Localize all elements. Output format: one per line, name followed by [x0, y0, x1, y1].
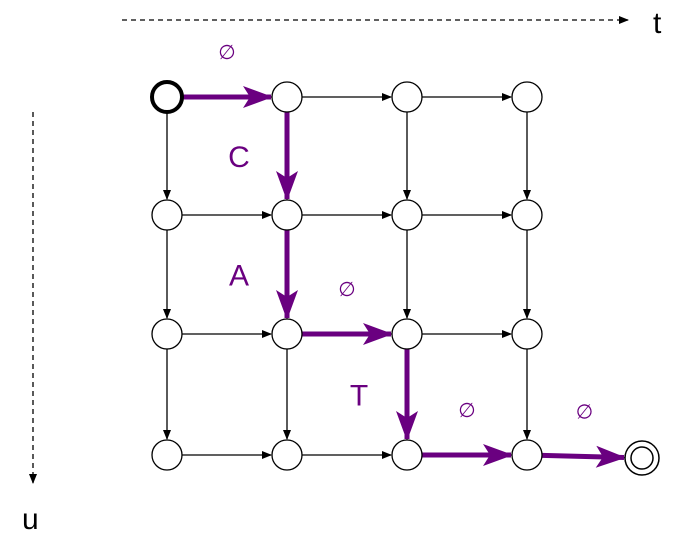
lattice-node — [151, 199, 183, 231]
path-edge — [541, 445, 627, 468]
empty-transition-label: ∅ — [576, 400, 593, 424]
alignment-path — [182, 86, 627, 468]
start-node — [150, 80, 184, 114]
lattice-node — [511, 318, 543, 350]
lattice-node — [391, 199, 423, 231]
lattice-nodes — [150, 80, 660, 476]
lattice-edges — [163, 93, 531, 459]
lattice-node — [511, 81, 543, 113]
final-node-inner — [630, 446, 654, 470]
lattice-node — [151, 318, 183, 350]
t-axis-label: t — [653, 7, 662, 40]
u-axis-label: u — [22, 503, 39, 536]
lattice-node — [271, 81, 303, 113]
path-labels: ∅ C A ∅ T ∅ ∅ — [218, 40, 593, 424]
lattice-node — [271, 199, 303, 231]
lattice-node — [151, 439, 183, 471]
lattice-node — [511, 199, 543, 231]
lattice-node — [271, 439, 303, 471]
symbol-transition-label: C — [228, 141, 250, 174]
empty-transition-label: ∅ — [458, 398, 475, 422]
empty-transition-label: ∅ — [218, 40, 235, 64]
lattice-node — [391, 81, 423, 113]
lattice-node — [391, 439, 423, 471]
symbol-transition-label: T — [350, 380, 368, 413]
symbol-transition-label: A — [229, 260, 249, 293]
lattice-node — [511, 439, 543, 471]
lattice-node — [271, 318, 303, 350]
empty-transition-label: ∅ — [338, 277, 355, 301]
lattice-node — [391, 318, 423, 350]
